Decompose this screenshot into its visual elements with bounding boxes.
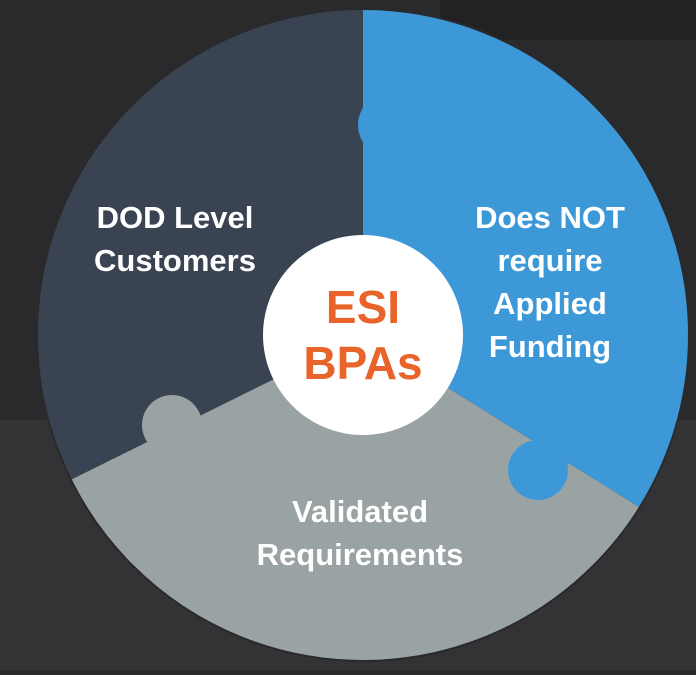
- puzzle-knob-left: [142, 395, 202, 455]
- puzzle-knob-right: [508, 440, 568, 500]
- segment-left-line1: DOD Level: [96, 200, 254, 235]
- center-circle: [263, 235, 463, 435]
- segment-left-label: DOD Level Customers: [65, 196, 285, 282]
- segment-right-line1: Does NOT: [475, 200, 625, 235]
- center-label: ESI BPAs: [263, 279, 463, 391]
- puzzle-knob-top: [358, 93, 422, 157]
- segment-right-label: Does NOT require Applied Funding: [445, 196, 655, 368]
- segment-bottom-line2: Requirements: [256, 537, 464, 572]
- segment-right-line2: require: [497, 243, 603, 278]
- circle-outline: [36, 8, 690, 662]
- segment-right: [363, 9, 689, 545]
- segment-left-line2: Customers: [94, 243, 256, 278]
- segment-right-line4: Funding: [488, 329, 612, 364]
- center-line2: BPAs: [303, 337, 423, 389]
- segment-bottom-line1: Validated: [291, 494, 429, 529]
- segment-right-line3: Applied: [493, 286, 607, 321]
- segment-bottom: [37, 335, 689, 661]
- center-line1: ESI: [325, 281, 401, 333]
- segment-bottom-label: Validated Requirements: [210, 490, 510, 576]
